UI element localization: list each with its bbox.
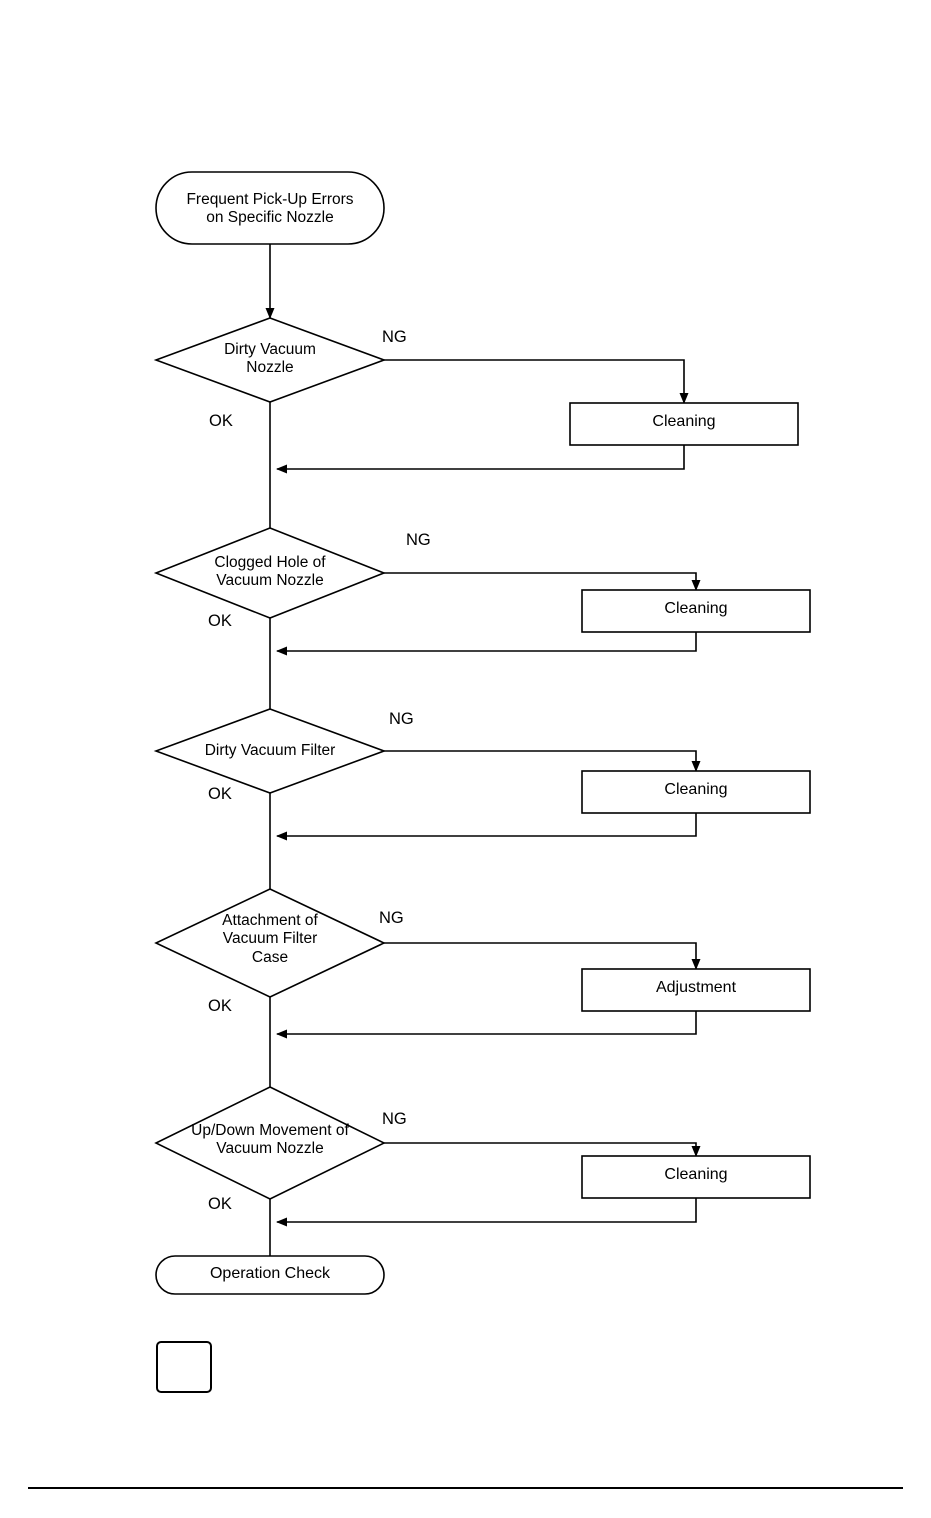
branch-label-ng-3: NG [389, 710, 414, 728]
decision-dirty-vacuum-filter [153, 708, 387, 794]
branch-label-ng-1: NG [382, 328, 407, 346]
decision-clogged-hole-of-vacuum-nozzle [153, 527, 387, 619]
process-adjustment [581, 968, 811, 1012]
branch-label-ok-1: OK [209, 412, 233, 430]
book-icon [156, 1341, 212, 1393]
end-terminator [155, 1255, 385, 1295]
decision-up-down-movement-of-vacuum-nozzle [154, 1086, 386, 1200]
branch-label-ok-5: OK [208, 1195, 232, 1213]
branch-label-ng-4: NG [379, 909, 404, 927]
process-cleaning-2 [581, 589, 811, 633]
branch-label-ok-4: OK [208, 997, 232, 1015]
start-terminator [155, 171, 385, 245]
branch-label-ng-5: NG [382, 1110, 407, 1128]
decision-attachment-of-vacuum-filter-case [154, 888, 386, 998]
branch-label-ng-2: NG [406, 531, 431, 549]
branch-label-ok-2: OK [208, 612, 232, 630]
process-cleaning-3 [581, 770, 811, 814]
process-cleaning-1 [569, 402, 799, 446]
branch-label-ok-3: OK [208, 785, 232, 803]
decision-dirty-vacuum-nozzle [153, 317, 387, 403]
process-cleaning-4 [581, 1155, 811, 1199]
footer-divider [28, 1487, 903, 1489]
